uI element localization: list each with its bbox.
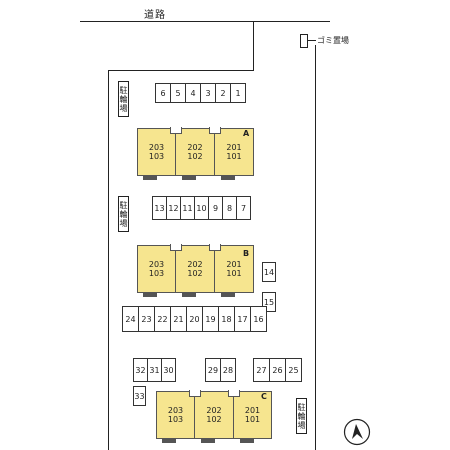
entrance	[162, 439, 176, 443]
parking-space: 30	[161, 358, 176, 382]
entrance	[221, 293, 235, 297]
parking-row-4a: 32 31 30	[133, 358, 176, 382]
entrance	[221, 176, 235, 180]
parking-space: 12	[166, 196, 181, 220]
parking-space: 18	[218, 306, 235, 332]
parking-space: 1	[230, 83, 246, 103]
parking-space: 20	[186, 306, 203, 332]
bicycle-parking-1: 駐輪場	[118, 81, 129, 117]
north-arrow-icon	[343, 418, 371, 446]
parking-space: 2	[215, 83, 231, 103]
parking-space: 21	[170, 306, 187, 332]
lot-boundary	[108, 70, 254, 71]
building-tag: A	[243, 129, 250, 138]
parking-space: 28	[220, 358, 236, 382]
garbage-leader-line	[308, 40, 316, 41]
parking-space: 5	[170, 83, 186, 103]
parking-space: 17	[234, 306, 251, 332]
parking-space: 32	[133, 358, 148, 382]
parking-space: 16	[250, 306, 267, 332]
parking-space: 27	[253, 358, 270, 382]
parking-space: 4	[185, 83, 201, 103]
parking-space: 13	[152, 196, 167, 220]
parking-space: 25	[285, 358, 302, 382]
entrance	[240, 439, 254, 443]
entrance	[143, 293, 157, 297]
bicycle-parking-3: 駐輪場	[296, 398, 307, 434]
bicycle-parking-2: 駐輪場	[118, 196, 129, 232]
parking-space: 8	[222, 196, 237, 220]
building-notch	[189, 390, 201, 397]
parking-space: 3	[200, 83, 216, 103]
entrance	[201, 439, 215, 443]
lot-boundary	[108, 70, 109, 450]
building-notch	[209, 127, 221, 134]
building-notch	[170, 127, 182, 134]
parking-space: 6	[155, 83, 171, 103]
garbage-label: ゴミ置場	[317, 36, 349, 45]
road-edge-line	[80, 21, 330, 22]
parking-space: 19	[202, 306, 219, 332]
lot-boundary	[315, 45, 316, 450]
parking-space: 7	[236, 196, 251, 220]
parking-space: 31	[147, 358, 162, 382]
parking-row-2: 13 12 11 10 9 8 7	[152, 196, 251, 220]
parking-row-4d: 27 26 25	[253, 358, 302, 382]
parking-space: 23	[138, 306, 155, 332]
parking-space: 14	[262, 262, 276, 282]
parking-space: 33	[133, 386, 146, 406]
parking-space: 26	[269, 358, 286, 382]
parking-space: 11	[180, 196, 195, 220]
building-notch	[228, 390, 240, 397]
road-label: 道路	[144, 10, 166, 21]
garbage-station	[300, 34, 308, 48]
parking-row-3: 24 23 22 21 20 19 18 17 16	[122, 306, 267, 332]
building-notch	[170, 244, 182, 251]
lot-boundary	[253, 21, 254, 70]
parking-space: 24	[122, 306, 139, 332]
parking-space: 10	[194, 196, 209, 220]
parking-row-1: 6 5 4 3 2 1	[155, 83, 246, 103]
building-tag: C	[261, 392, 267, 401]
parking-space: 22	[154, 306, 171, 332]
entrance	[143, 176, 157, 180]
building-notch	[209, 244, 221, 251]
parking-row-4c: 29 28	[205, 358, 236, 382]
entrance	[182, 176, 196, 180]
building-tag: B	[243, 249, 250, 258]
parking-space: 9	[208, 196, 223, 220]
parking-space: 29	[205, 358, 221, 382]
entrance	[182, 293, 196, 297]
